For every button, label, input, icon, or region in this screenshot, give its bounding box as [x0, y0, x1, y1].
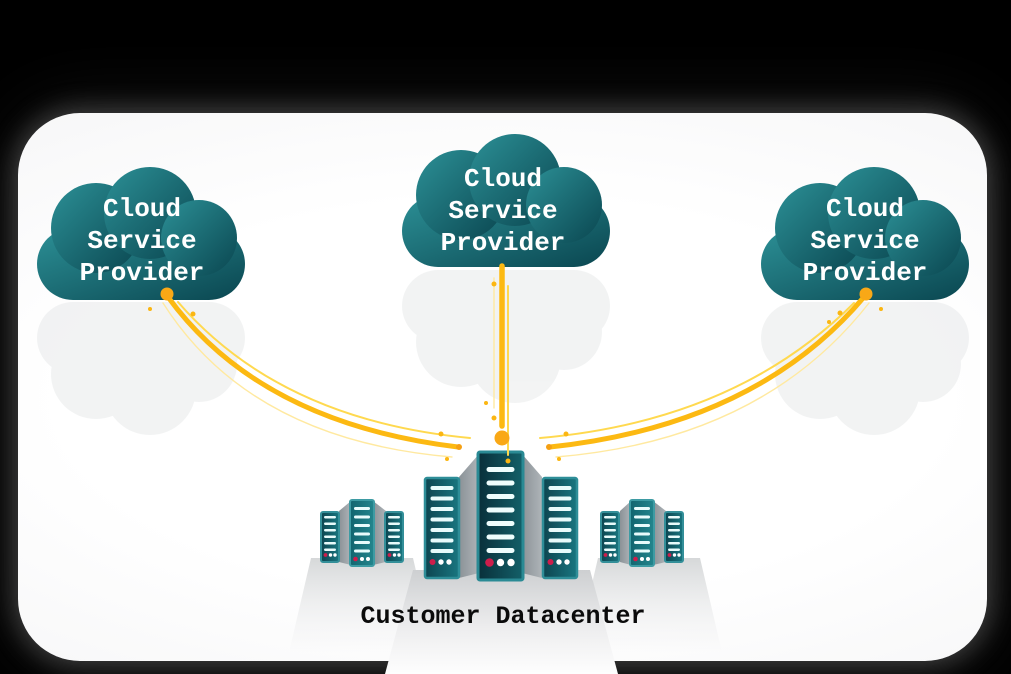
floor-shadow-right — [574, 558, 724, 661]
server-tower-icon — [423, 476, 461, 580]
cloud-reflection-right — [761, 302, 969, 435]
server-wedge — [620, 501, 631, 565]
server-tower-icon — [349, 499, 375, 567]
cloud-label-left: Cloud Service Provider — [79, 194, 205, 288]
cloud-reflection-left — [37, 302, 245, 435]
datacenter-label: Customer Datacenter — [360, 602, 646, 631]
floor-shadow-center — [385, 570, 618, 674]
cloud-label-middle: Cloud Service Provider — [440, 164, 566, 258]
server-group-right — [600, 499, 684, 567]
connection-line-right — [539, 287, 883, 461]
server-tower-icon — [384, 511, 404, 563]
connection-line-left — [148, 287, 471, 461]
server-wedge — [373, 501, 386, 565]
server-tower-icon — [600, 511, 620, 563]
server-group-center — [423, 450, 579, 582]
cloud-label-right: Cloud Service Provider — [802, 194, 928, 288]
server-wedge — [459, 454, 479, 578]
server-tower-icon — [320, 511, 340, 563]
server-tower-icon — [664, 511, 684, 563]
cloud-reflection-middle — [402, 270, 610, 403]
server-tower-icon-main — [476, 450, 525, 582]
server-tower-icon — [541, 476, 579, 580]
connection-line-middle — [484, 263, 511, 464]
server-wedge — [522, 454, 542, 578]
server-tower-icon — [629, 499, 655, 567]
server-wedge — [339, 501, 351, 565]
server-wedge — [653, 501, 666, 565]
server-group-left — [320, 499, 404, 567]
